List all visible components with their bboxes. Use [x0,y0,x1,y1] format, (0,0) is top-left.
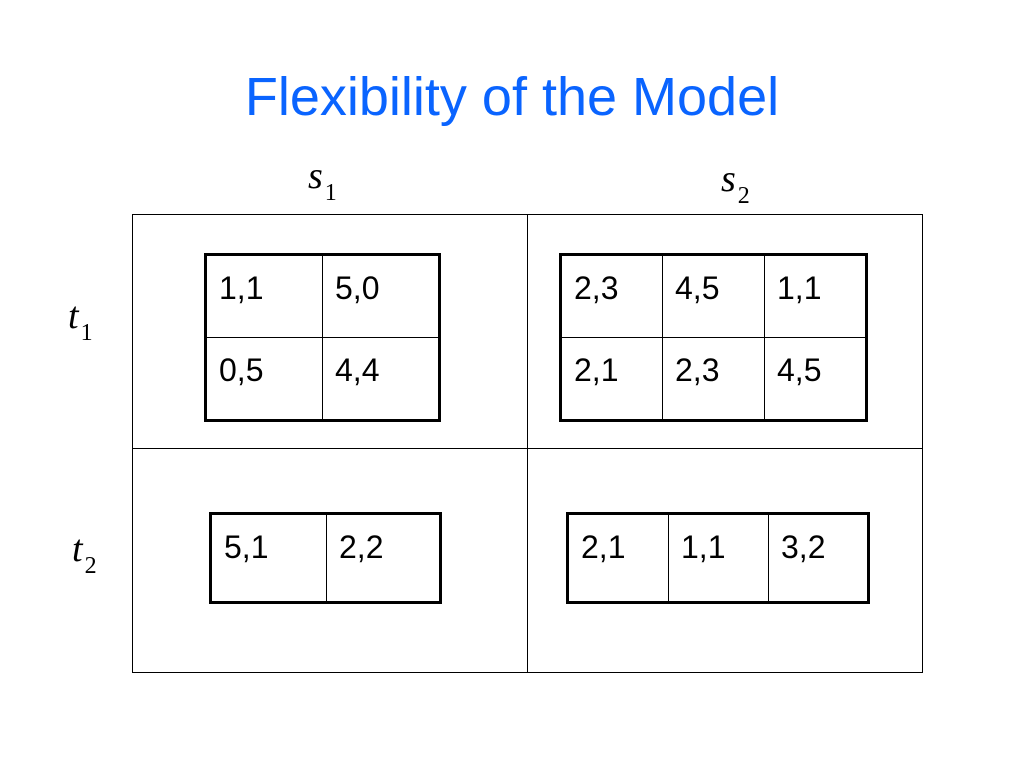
payoff-cell: 4,5 [764,337,867,421]
table-row: 5,1 2,2 [210,513,441,603]
row-label-t1-index: 1 [80,320,93,346]
payoff-cell: 4,5 [662,254,765,338]
payoff-cell: 5,0 [322,254,440,338]
row-label-t2: t2 [72,528,97,579]
table-row: 2,1 2,3 4,5 [560,337,867,421]
column-label-s2: s2 [721,158,750,209]
payoff-cell: 2,3 [662,337,765,421]
table-row: 2,1 1,1 3,2 [567,513,869,603]
payoff-cell: 5,1 [210,513,327,603]
row-label-t1: t1 [68,295,93,346]
column-label-s2-letter: s [721,158,736,200]
table-row: 0,5 4,4 [205,337,440,421]
row-label-t1-letter: t [68,295,79,337]
slide-title: Flexibility of the Model [244,67,780,127]
payoff-cell: 2,2 [326,513,441,603]
table-row: 1,1 5,0 [205,254,440,338]
payoff-cell: 2,1 [567,513,669,603]
row-label-t2-letter: t [72,528,83,570]
outer-grid-vertical-divider [527,214,528,673]
table-row: 2,3 4,5 1,1 [560,254,867,338]
column-label-s1-letter: s [308,155,323,197]
payoff-matrix-t1-s2: 2,3 4,5 1,1 2,1 2,3 4,5 [559,253,868,422]
payoff-cell: 1,1 [205,254,323,338]
payoff-cell: 0,5 [205,337,323,421]
payoff-cell: 3,2 [768,513,869,603]
column-label-s2-index: 2 [737,183,750,209]
payoff-matrix-t1-s1: 1,1 5,0 0,5 4,4 [204,253,441,422]
payoff-cell: 2,3 [560,254,663,338]
payoff-cell: 1,1 [668,513,769,603]
row-label-t2-index: 2 [84,553,97,579]
payoff-matrix-t2-s2: 2,1 1,1 3,2 [566,512,870,604]
column-label-s1: s1 [308,155,337,206]
payoff-matrix-t2-s1: 5,1 2,2 [209,512,442,604]
payoff-cell: 2,1 [560,337,663,421]
payoff-cell: 1,1 [764,254,867,338]
payoff-cell: 4,4 [322,337,440,421]
outer-grid-horizontal-divider [132,448,923,449]
column-label-s1-index: 1 [324,180,337,206]
